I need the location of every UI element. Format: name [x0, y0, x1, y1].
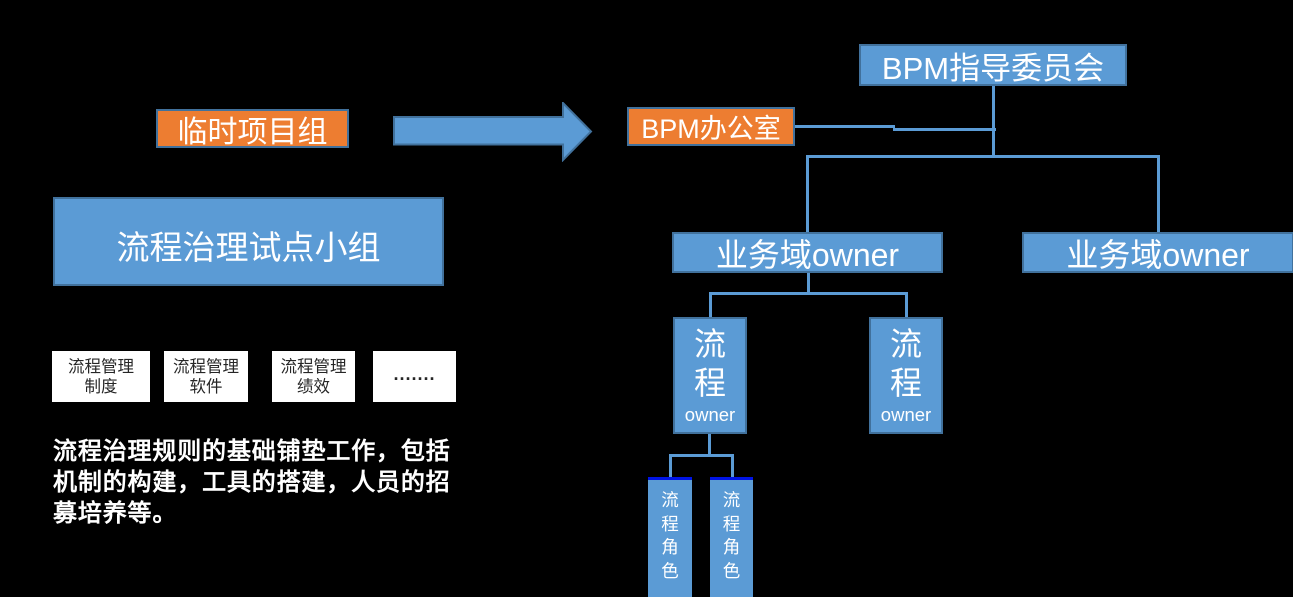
process-role-left-char-1: 流 [661, 490, 679, 510]
description-text: 流程治理规则的基础铺垫工作，包括 机制的构建，工具的搭建，人员的招 募培养等。 [53, 436, 493, 529]
process-role-left-char-3: 角 [661, 537, 679, 557]
connector-domain-left-drop [806, 155, 809, 232]
process-role-right-char-4: 色 [722, 560, 741, 581]
process-owner-right-char-2: 程 [889, 364, 922, 401]
process-role-box-left: 流 程 角 色 [648, 477, 692, 597]
pilot-group-box: 流程治理试点小组 [53, 197, 444, 286]
foundation-box-more-label: ······· [393, 369, 436, 389]
foundation-box-software-line1: 流程管理 [173, 357, 239, 376]
process-owner-right-suffix: owner [880, 403, 932, 425]
connector-process-bottom-vertical [708, 433, 711, 457]
foundation-box-more: ······· [373, 351, 456, 402]
connector-domain-right-drop [1157, 155, 1160, 232]
foundation-box-software: 流程管理软件 [164, 351, 248, 402]
pilot-group-label: 流程治理试点小组 [116, 228, 381, 266]
foundation-box-system-line1: 流程管理 [68, 357, 134, 376]
connector-domain-bottom-vertical [807, 272, 810, 295]
domain-owner-box-right: 业务域owner [1022, 232, 1293, 273]
connector-level2-horizontal [709, 292, 908, 295]
foundation-box-performance-label: 流程管理绩效 [281, 357, 347, 397]
temp-project-group-label: 临时项目组 [177, 115, 328, 149]
process-owner-left-char-2: 程 [693, 364, 726, 401]
connector-process-left-drop [709, 292, 712, 317]
connector-office-h2 [893, 128, 996, 131]
process-role-box-right: 流 程 角 色 [710, 477, 753, 597]
process-owner-left-suffix: owner [684, 403, 736, 425]
domain-owner-box-left: 业务域owner [672, 232, 943, 273]
process-role-right-char-3: 角 [722, 537, 741, 557]
foundation-box-system: 流程管理制度 [52, 351, 150, 402]
connector-level3-horizontal [669, 454, 734, 457]
domain-owner-left-label: 业务域owner [715, 236, 900, 273]
process-role-left-char-2: 程 [661, 513, 679, 534]
process-role-left-char-4: 色 [661, 560, 679, 581]
foundation-box-system-label: 流程管理制度 [68, 357, 134, 397]
foundation-box-performance: 流程管理绩效 [272, 351, 355, 402]
process-owner-left-char-1: 流 [693, 325, 726, 362]
foundation-box-software-line2: 软件 [189, 377, 223, 396]
bpm-office-label: BPM办公室 [641, 114, 781, 144]
description-line-3: 募培养等。 [53, 500, 178, 527]
foundation-box-performance-line1: 流程管理 [280, 357, 347, 376]
connector-office-h1 [795, 125, 895, 128]
foundation-box-performance-line2: 绩效 [297, 377, 330, 396]
process-owner-box-right: 流 程 owner [869, 317, 943, 434]
process-owner-box-left: 流 程 owner [673, 317, 747, 434]
bpm-steering-committee-box: BPM指导委员会 [859, 44, 1127, 86]
connector-level1-horizontal [806, 155, 1160, 158]
foundation-box-system-line2: 制度 [84, 377, 118, 396]
domain-owner-right-label: 业务域owner [1066, 236, 1250, 273]
connector-role-right-drop [731, 454, 734, 477]
temp-project-group-box: 临时项目组 [156, 109, 349, 149]
description-line-1: 流程治理规则的基础铺垫工作，包括 [53, 438, 451, 465]
connector-process-right-drop [905, 292, 908, 317]
connector-root-vertical [992, 86, 995, 158]
connector-role-left-drop [669, 454, 672, 477]
bpm-office-box: BPM办公室 [627, 107, 795, 146]
process-role-right-char-2: 程 [722, 513, 741, 534]
foundation-box-software-label: 流程管理软件 [173, 357, 239, 397]
process-role-right-char-1: 流 [722, 490, 741, 510]
description-line-2: 机制的构建，工具的搭建，人员的招 [53, 469, 451, 496]
bpm-steering-committee-label: BPM指导委员会 [881, 50, 1105, 86]
right-arrow-icon [393, 102, 593, 162]
process-owner-right-char-1: 流 [889, 325, 922, 362]
